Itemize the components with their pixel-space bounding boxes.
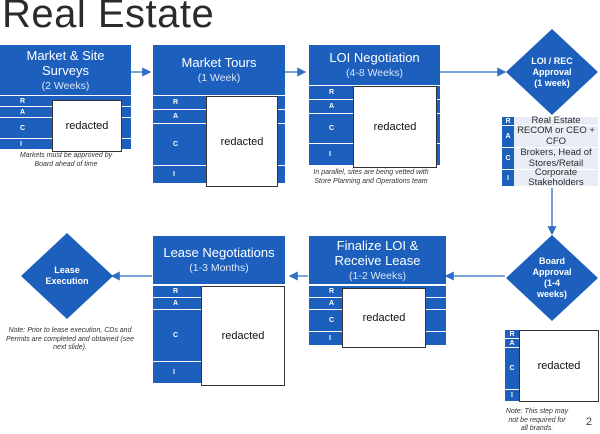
note-lease-execution: Note: Prior to lease execution, CDs and … — [5, 327, 135, 351]
page-number: 2 — [585, 416, 592, 428]
step-duration: (1-3 Months) — [189, 262, 249, 274]
decision-lease-execution: Lease Execution — [20, 232, 114, 320]
raci-letter: A — [505, 339, 519, 347]
diamond-shape — [21, 233, 113, 319]
raci-value-r: Real Estate — [514, 115, 598, 126]
step-duration: (1-2 Weeks) — [349, 269, 406, 282]
redacted-box: redacted — [519, 330, 599, 402]
step-loi-negotiation: LOI Negotiation (4-8 Weeks) — [309, 45, 440, 85]
decision-line: (1 week) — [534, 77, 570, 88]
decision-line: LOI / REC — [531, 55, 573, 66]
decision-board-approval: Board Approval (1-4 weeks) — [505, 234, 599, 322]
raci-value-i: Corporate Stakeholders — [514, 167, 598, 188]
decision-line: Approval — [532, 66, 572, 77]
raci-letter: I — [502, 170, 514, 186]
raci-letter: C — [505, 348, 519, 389]
page-title: Real Estate — [2, 0, 215, 36]
raci-row-i: I Corporate Stakeholders — [502, 167, 598, 188]
step-title: Market Tours — [181, 55, 257, 70]
step-duration: (1 Week) — [197, 72, 241, 84]
redacted-box: redacted — [52, 100, 122, 152]
step-lease-negotiations: Lease Negotiations (1-3 Months) — [153, 236, 285, 284]
raci-row-c: C Brokers, Head of Stores/Retail — [502, 147, 598, 170]
raci-row-a: A RECOM or CEO + CFO — [502, 125, 598, 148]
step-finalize-loi: Finalize LOI & Receive Lease (1-2 Weeks) — [309, 236, 446, 284]
raci-value-c: Brokers, Head of Stores/Retail — [514, 147, 598, 169]
raci-value-a: RECOM or CEO + CFO — [514, 125, 598, 147]
raci-letter: C — [502, 148, 514, 169]
step-market-tours: Market Tours (1 Week) — [153, 45, 285, 95]
diamond-shape — [506, 235, 598, 321]
step-duration: (2 Weeks) — [41, 79, 90, 92]
decision-loi-rec-approval: LOI / REC Approval (1 week) — [505, 28, 599, 116]
decision-line: Board — [538, 256, 565, 266]
decision-line: weeks) — [536, 289, 568, 299]
step-title: Lease Negotiations — [163, 245, 275, 260]
redacted-box: redacted — [353, 86, 437, 168]
redacted-box: redacted — [342, 288, 426, 348]
note-board-approval: Note: This step may not be required for … — [505, 408, 569, 432]
raci-row-r: R Real Estate — [502, 115, 598, 126]
redacted-box: redacted — [206, 96, 278, 187]
raci-table-loi-rec-approval: R Real Estate A RECOM or CEO + CFO C Bro… — [502, 115, 598, 188]
decision-line: Execution — [45, 276, 89, 286]
decision-line: Approval — [532, 267, 572, 277]
step-duration: (4-8 Weeks) — [346, 67, 403, 79]
note-loi-negotiation: In parallel, sites are being vetted with… — [313, 169, 429, 185]
step-title: Finalize LOI & Receive Lease — [334, 237, 421, 268]
step-title: Market & Site Surveys — [26, 47, 105, 78]
step-title: LOI Negotiation — [329, 50, 420, 65]
decision-line: Lease — [54, 265, 80, 275]
note-market-surveys: Markets must be approved by Board ahead … — [19, 152, 113, 168]
diamond-shape — [506, 29, 598, 115]
raci-letter: R — [505, 330, 519, 338]
step-market-site-surveys: Market & Site Surveys (2 Weeks) — [0, 45, 131, 95]
redacted-box: redacted — [201, 286, 285, 386]
raci-letter: A — [502, 126, 514, 147]
decision-line: (1-4 — [543, 278, 560, 288]
raci-letter: I — [505, 390, 519, 401]
raci-letter: R — [502, 117, 514, 125]
